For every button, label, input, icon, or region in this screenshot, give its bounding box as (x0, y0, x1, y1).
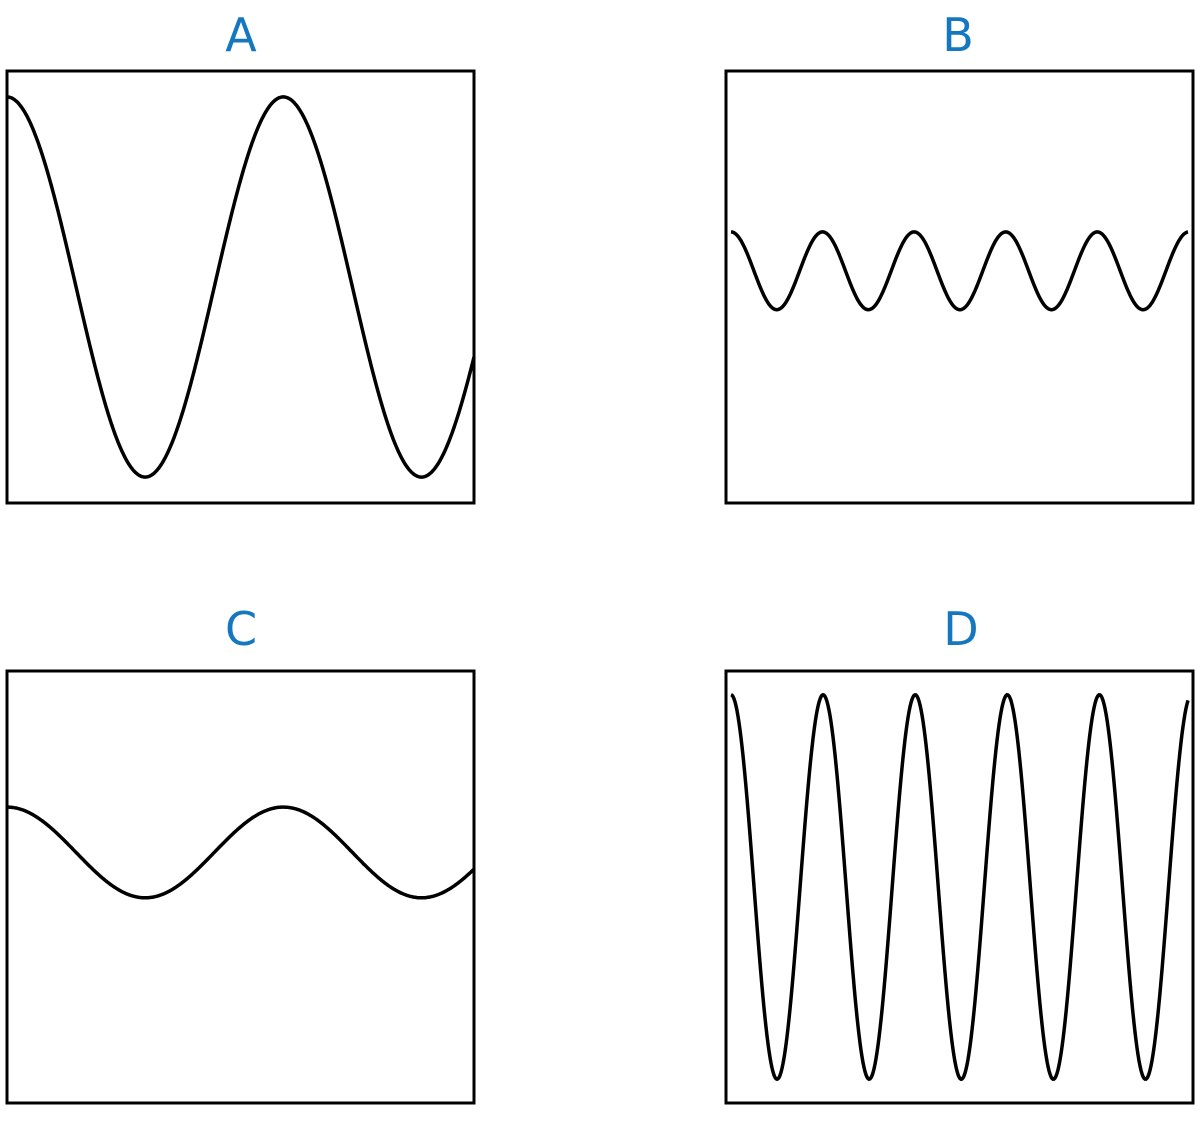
panel-frame-b (724, 69, 1195, 505)
panel-label-d: D (943, 602, 979, 656)
panel-label-b: B (942, 8, 974, 62)
panel-label-a: A (225, 8, 257, 62)
panel-label-c: C (224, 602, 258, 656)
panel-frame-c (5, 669, 476, 1105)
wave-a (6, 95, 476, 479)
wave-b (730, 230, 1189, 312)
panel-frame-d (724, 669, 1195, 1105)
wave-d (730, 692, 1190, 1082)
wave-c (7, 805, 476, 900)
panel-frame-a (5, 69, 476, 505)
